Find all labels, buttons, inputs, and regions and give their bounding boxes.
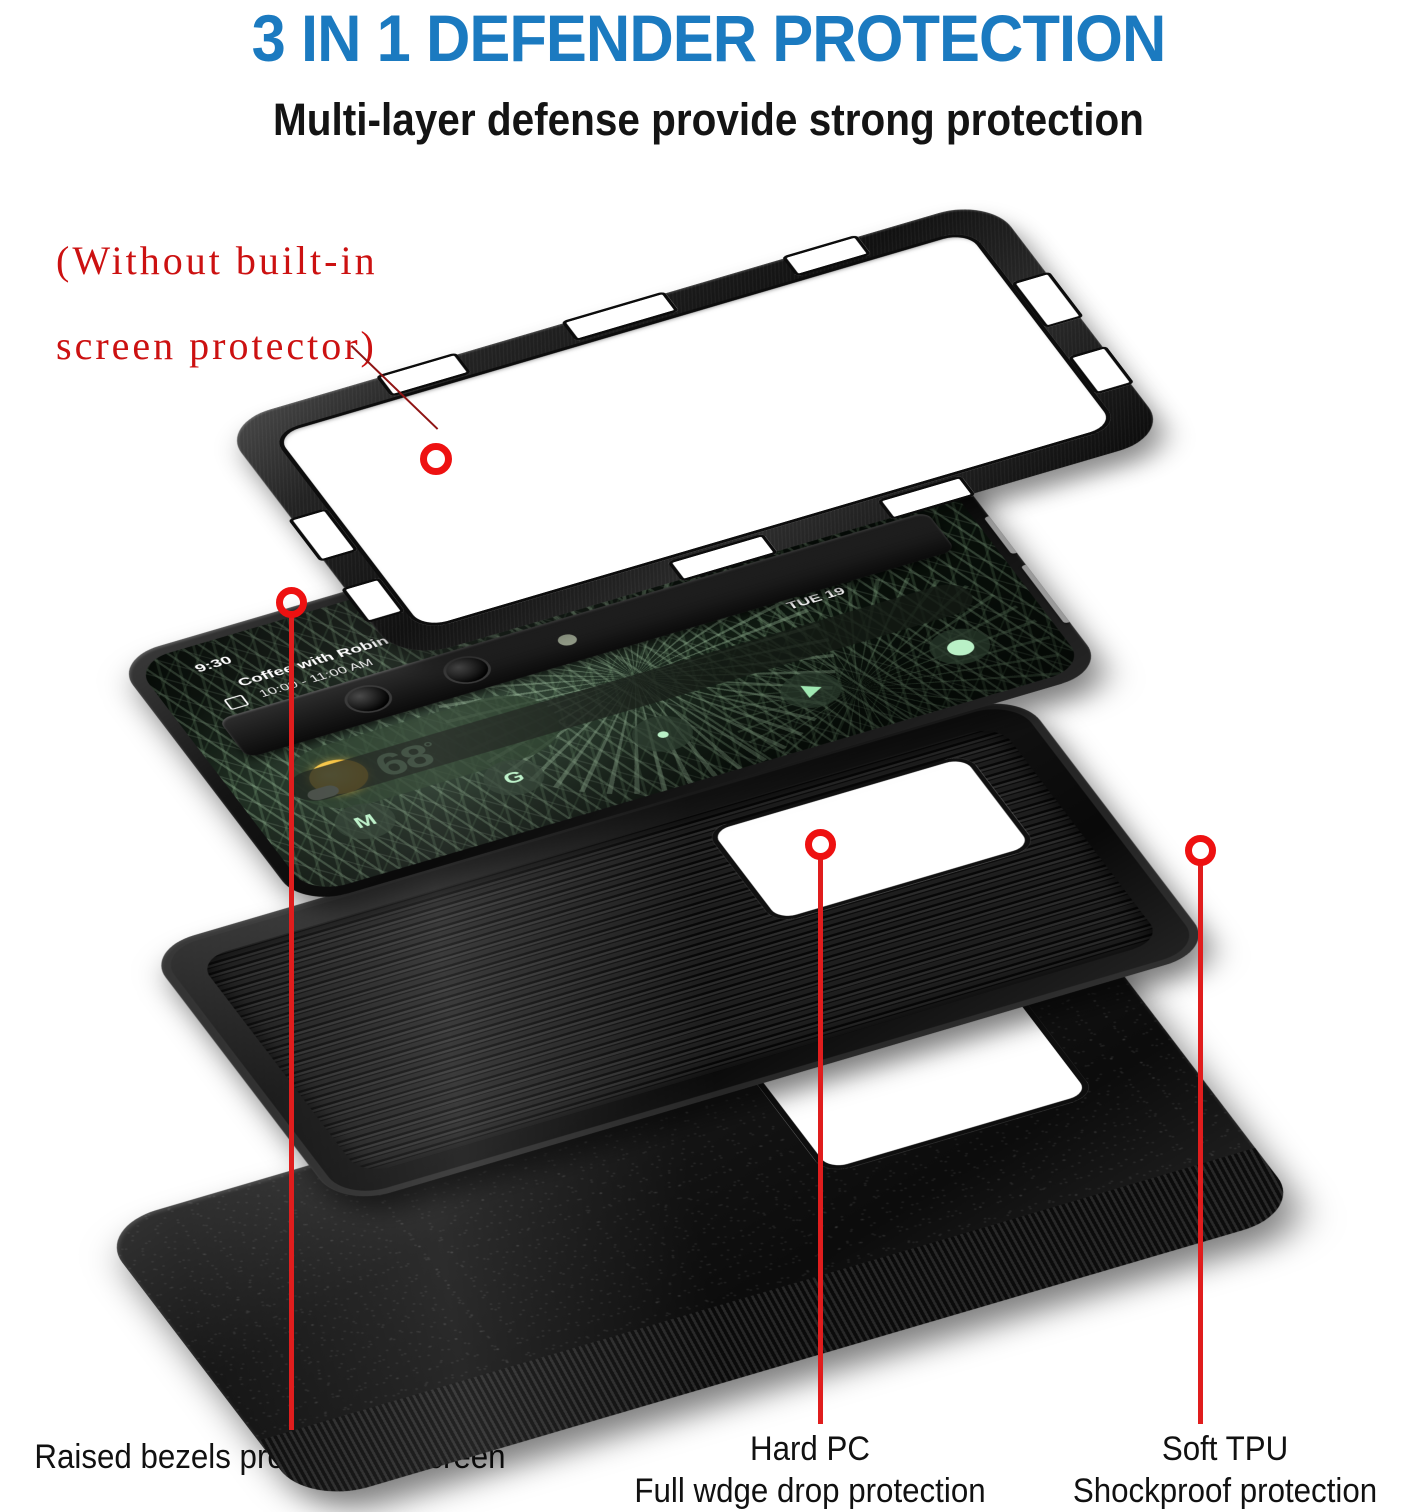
caption-soft-tpu-line1: Soft TPU (1161, 1430, 1289, 1468)
caption-hard-pc-line2: Full wdge drop protection (634, 1472, 986, 1510)
mic-icon[interactable]: ⬤ (919, 622, 1000, 671)
caption-hard-pc-line1: Hard PC (750, 1430, 870, 1468)
calendar-icon (223, 694, 250, 711)
sun-icon (299, 753, 378, 801)
note-line-2: screen protector) (56, 323, 377, 368)
no-screen-protector-note: (Without built-in screen protector) (56, 218, 576, 388)
leader-line-soft-tpu (1198, 860, 1203, 1424)
caption-soft-tpu: Soft TPU Shockproof protection (1046, 1428, 1405, 1512)
camera-lens-main (336, 680, 400, 718)
leader-line-raised-bezels (289, 612, 294, 1430)
maps-icon[interactable]: ● (622, 709, 703, 758)
camera-lens-wide (435, 651, 499, 689)
google-icon[interactable]: G (473, 753, 554, 802)
weather-temperature: 68° (364, 732, 447, 783)
exploded-case-illustration: 9:30 5G Coffee with Robin in S... 10:00 … (0, 150, 1417, 1506)
weather-widget[interactable]: 68° (270, 684, 578, 820)
page-subtitle: Multi-layer defense provide strong prote… (273, 94, 1144, 145)
marker-ring-screen-protector (420, 443, 452, 475)
caption-hard-pc: Hard PC Full wdge drop protection (598, 1428, 1021, 1512)
leader-line-hard-pc (818, 854, 823, 1424)
page-title: 3 IN 1 DEFENDER PROTECTION (251, 1, 1167, 75)
temperature-value: 68 (366, 737, 441, 783)
note-line-1: (Without built-in (56, 238, 378, 283)
caption-soft-tpu-line2: Shockproof protection (1072, 1472, 1378, 1510)
gmail-icon[interactable]: M (325, 797, 406, 846)
youtube-icon[interactable] (771, 666, 852, 715)
marker-ring-soft-tpu (1185, 835, 1216, 866)
marker-ring-hard-pc (805, 829, 836, 860)
temperature-unit: ° (420, 739, 439, 756)
marker-ring-raised-bezels (276, 587, 307, 618)
camera-flash (554, 632, 580, 648)
